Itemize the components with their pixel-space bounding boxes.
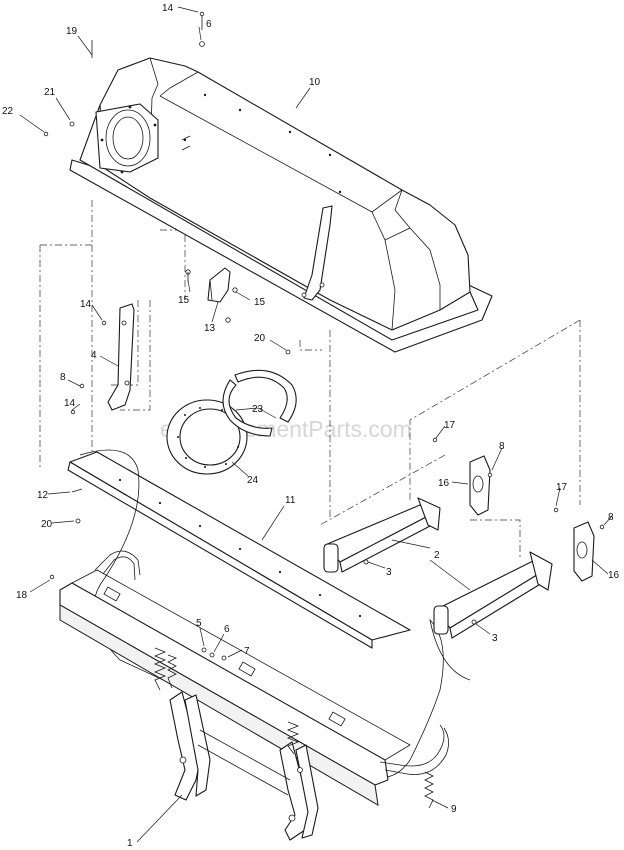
callout-20: 20 — [41, 519, 53, 530]
hardware-5-6-7 — [201, 647, 227, 661]
part-11-belt-cover — [67, 451, 411, 649]
callout-14: 14 — [64, 398, 76, 409]
callout-3: 3 — [492, 633, 498, 644]
callout-13: 13 — [204, 323, 216, 334]
callout-18: 18 — [16, 590, 28, 601]
part-12-shim — [71, 488, 83, 524]
callout-12: 12 — [37, 490, 49, 501]
leader-lines — [19, 6, 613, 843]
callout-16: 16 — [438, 478, 450, 489]
main-frame — [59, 550, 449, 806]
callout-3: 3 — [386, 567, 392, 578]
callout-6: 6 — [206, 19, 212, 30]
callout-15: 15 — [254, 297, 266, 308]
part-13-bracket — [185, 267, 238, 323]
callout-11: 11 — [285, 495, 296, 506]
part-2-idler-arm-left — [323, 497, 441, 573]
callout-17: 17 — [444, 420, 456, 431]
callout-4: 4 — [91, 350, 97, 361]
part-24-gasket-ring — [166, 399, 248, 475]
callout-labels: 14 6 19 10 21 22 15 15 13 14 4 8 14 20 2… — [2, 3, 620, 849]
callout-24: 24 — [247, 475, 259, 486]
part-16-latch-upper — [432, 437, 493, 516]
callout-14: 14 — [162, 3, 174, 14]
callout-15: 15 — [178, 295, 190, 306]
springs — [153, 647, 434, 809]
alignment-lines — [39, 200, 581, 560]
part-1-lift-arms — [169, 691, 319, 841]
part-4-side-plate — [70, 303, 135, 415]
callout-8: 8 — [608, 512, 614, 523]
callout-22: 22 — [2, 106, 14, 117]
part-10-deck-cover — [69, 57, 493, 353]
part-16-latch-lower — [553, 507, 605, 582]
callout-2: 2 — [434, 550, 440, 561]
deck-side-bracket — [301, 205, 333, 301]
callout-9: 9 — [451, 804, 457, 815]
callout-8: 8 — [60, 372, 66, 383]
callout-10: 10 — [309, 77, 321, 88]
hardware-top — [43, 11, 205, 580]
callout-16: 16 — [608, 570, 620, 581]
callout-1: 1 — [127, 838, 133, 849]
callout-5: 5 — [196, 618, 202, 629]
callout-6: 6 — [224, 624, 230, 635]
callout-8: 8 — [499, 441, 505, 452]
callout-23: 23 — [252, 404, 264, 415]
callout-19: 19 — [66, 26, 78, 37]
callout-14: 14 — [80, 299, 92, 310]
callout-21: 21 — [44, 87, 56, 98]
callout-20: 20 — [254, 333, 266, 344]
callout-17: 17 — [556, 482, 568, 493]
part-2-idler-arm-right — [433, 551, 553, 639]
callout-7: 7 — [244, 646, 250, 657]
part-23-seal-halves — [222, 349, 297, 437]
